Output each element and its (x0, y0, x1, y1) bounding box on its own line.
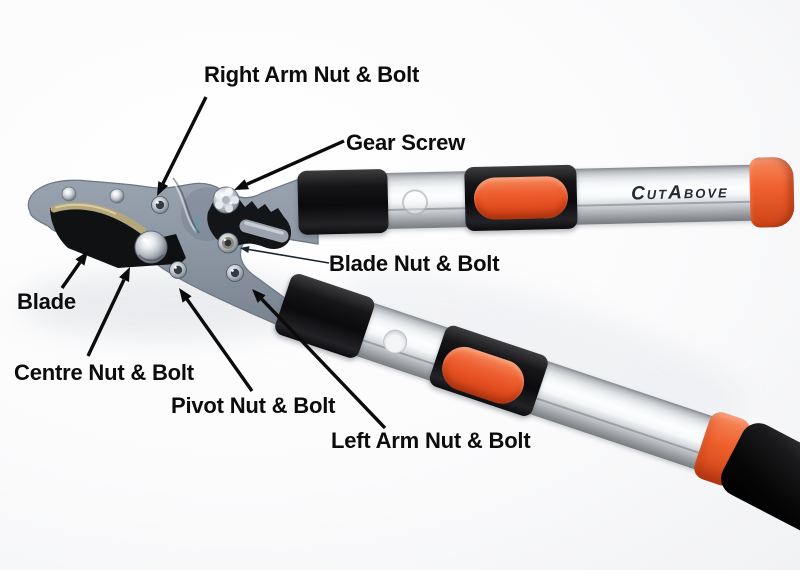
pointer-left-arm-nut-bolt (252, 289, 387, 430)
gear-link-bar (239, 219, 289, 243)
centre-nut-bolt (134, 230, 168, 264)
pointer-gear-screw (234, 139, 345, 190)
pivot-nut-bolt (169, 261, 187, 279)
label-right-arm-nut-bolt: Right Arm Nut & Bolt (204, 62, 420, 87)
label-centre-nut-bolt: Centre Nut & Bolt (14, 360, 194, 385)
pointer-right-arm-nut-bolt (157, 96, 208, 196)
pointer-centre-nut-bolt (86, 267, 130, 357)
gear-link-highlight (244, 221, 284, 235)
pointer-blade-nut-bolt (240, 246, 330, 264)
blade-nut-bolt (217, 232, 239, 254)
panel-groove (172, 177, 200, 234)
label-gear-screw: Gear Screw (346, 130, 466, 155)
blade-slot-piece (163, 234, 186, 264)
cyan-reflection (194, 215, 199, 233)
label-left-arm-nut-bolt: Left Arm Nut & Bolt (331, 428, 531, 453)
brass-edge (50, 202, 147, 235)
panel-groove-highlight (169, 176, 197, 233)
jaw-rivet (109, 188, 125, 204)
jaw-rivet (61, 186, 77, 202)
pointer-blade (60, 251, 88, 289)
gear-screw-bolt (212, 186, 240, 214)
label-blade-nut-bolt: Blade Nut & Bolt (329, 251, 500, 276)
label-pivot-nut-bolt: Pivot Nut & Bolt (171, 393, 336, 418)
pointer-pivot-nut-bolt (179, 288, 254, 392)
brass-edge-highlight (55, 203, 116, 215)
left-arm-nut-bolt (226, 264, 244, 282)
right-arm-nut-bolt (151, 196, 169, 214)
label-blade: Blade (17, 289, 76, 314)
